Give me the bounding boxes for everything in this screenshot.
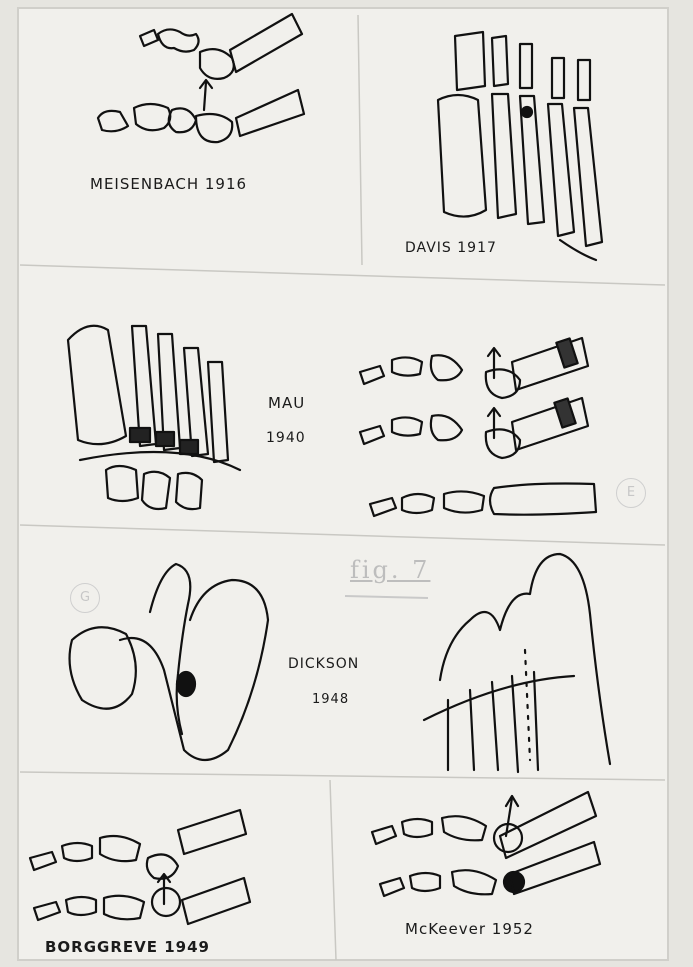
panel-marker-g: G bbox=[70, 583, 100, 613]
caption-dickson-name: DICKSON bbox=[288, 656, 359, 672]
caption-meisenbach: MEISENBACH 1916 bbox=[90, 175, 247, 193]
caption-davis: DAVIS 1917 bbox=[405, 240, 497, 256]
caption-borggreve: BORGGREVE 1949 bbox=[45, 938, 210, 956]
caption-mau-year: 1940 bbox=[266, 430, 306, 446]
panel-marker-e: E bbox=[616, 478, 646, 508]
caption-mckeever: McKeever 1952 bbox=[405, 920, 534, 938]
caption-figure-number: fig. 7 bbox=[350, 556, 430, 584]
caption-mau-name: MAU bbox=[268, 394, 305, 412]
caption-dickson-year: 1948 bbox=[312, 692, 349, 707]
